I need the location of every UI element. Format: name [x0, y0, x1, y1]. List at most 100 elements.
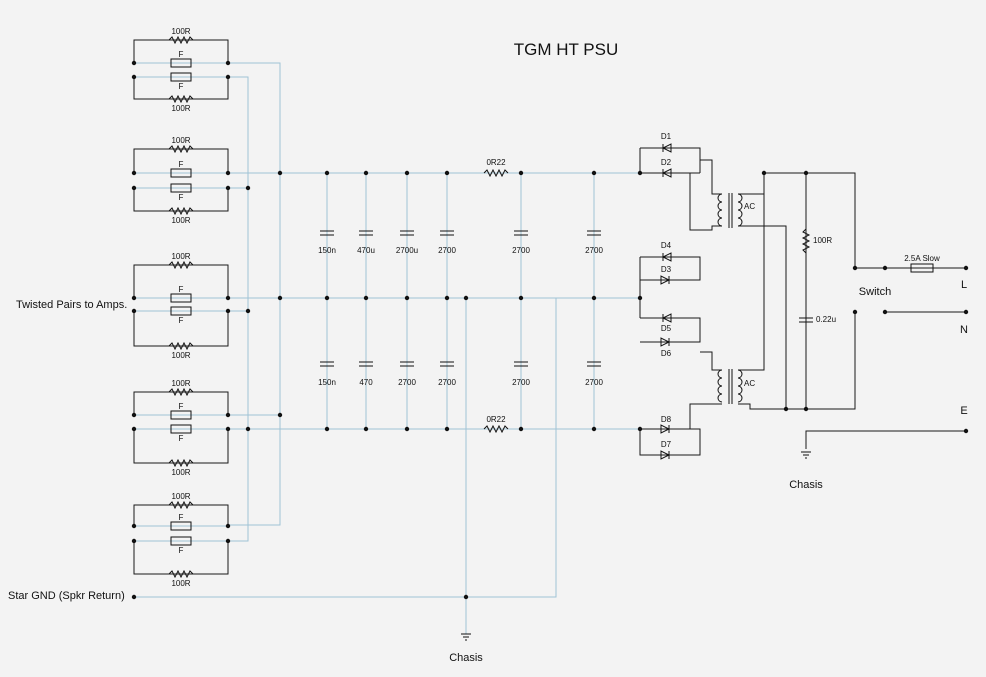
- wire: [133, 39, 229, 63]
- fuse: [910, 263, 934, 273]
- resistor: [168, 35, 194, 45]
- transformer-coil: [737, 369, 743, 403]
- diode-label-d5: D5: [661, 324, 672, 333]
- wire: [738, 312, 856, 410]
- fuse-label: F: [179, 160, 184, 169]
- fuse-label: F: [179, 316, 184, 325]
- chasis-label-left: Chasis: [449, 652, 483, 664]
- diode-label-d7: D7: [661, 440, 672, 449]
- line-terminal-label: L: [961, 279, 967, 291]
- wire: [689, 403, 722, 429]
- component-layer: 100RFF100R100RFF100R100RFF100R100RFF100R…: [168, 27, 934, 641]
- resistor: [168, 569, 194, 579]
- cap-bottom-label-5: 2700: [512, 378, 530, 387]
- junction-dot: [882, 265, 888, 271]
- resistor-value-label: 100R: [171, 136, 190, 145]
- diagram-title: TGM HT PSU: [514, 40, 619, 59]
- transformer-coil: [717, 193, 723, 227]
- diode: [660, 337, 671, 347]
- series-resistor-bottom-label: 0R22: [486, 415, 506, 424]
- diode-label-d6: D6: [661, 349, 672, 358]
- junction-dot: [225, 60, 231, 66]
- twisted-pairs-label: Twisted Pairs to Amps.: [16, 299, 127, 311]
- resistor-value-label: 100R: [171, 104, 190, 113]
- junction-dot: [518, 170, 524, 176]
- junction-dot: [131, 594, 137, 600]
- junction-dot: [131, 308, 137, 314]
- junction-dot: [963, 309, 969, 315]
- diode-label-d2: D2: [661, 158, 672, 167]
- diode-label-d8: D8: [661, 415, 672, 424]
- junction-dot: [637, 426, 643, 432]
- junction-dot: [637, 295, 643, 301]
- diode: [661, 143, 672, 153]
- cap-bottom-label-3: 2700: [398, 378, 416, 387]
- junction-dot: [131, 295, 137, 301]
- junction-dot: [963, 428, 969, 434]
- junction-dot: [363, 426, 369, 432]
- wire: [228, 76, 249, 542]
- cap-bottom-label-4: 2700: [438, 378, 456, 387]
- bleeder-resistor-label: 100R: [813, 236, 832, 245]
- junction-dot: [225, 523, 231, 529]
- junction-dot: [277, 170, 283, 176]
- transformer-1-label: AC: [744, 202, 755, 211]
- cap-bottom-label-6: 2700: [585, 378, 603, 387]
- junction-dot: [404, 170, 410, 176]
- junction-dot: [131, 538, 137, 544]
- wire: [640, 147, 701, 173]
- junction-dot: [363, 295, 369, 301]
- neutral-terminal-label: N: [960, 324, 968, 336]
- junction-layer: [131, 60, 969, 600]
- diode: [661, 313, 672, 323]
- wire: [133, 188, 229, 212]
- resistor: [168, 341, 194, 351]
- resistor: [168, 500, 194, 510]
- junction-dot: [277, 412, 283, 418]
- resistor-value-label: 100R: [171, 252, 190, 261]
- resistor-value-label: 100R: [171, 579, 190, 588]
- chassis-label-right: Chasis: [789, 479, 823, 491]
- junction-dot: [404, 426, 410, 432]
- cap-top-label-2: 470u: [357, 246, 375, 255]
- resistor: [168, 387, 194, 397]
- junction-dot: [324, 170, 330, 176]
- wire: [700, 159, 722, 195]
- junction-dot: [131, 412, 137, 418]
- fuse: [170, 72, 192, 82]
- junction-dot: [245, 308, 251, 314]
- junction-dot: [131, 170, 137, 176]
- fuse: [170, 424, 192, 434]
- wire: [700, 351, 722, 371]
- diode: [661, 168, 672, 178]
- fuse: [170, 306, 192, 316]
- earth-terminal-label: E: [960, 405, 967, 417]
- junction-dot: [963, 265, 969, 271]
- wire: [738, 173, 765, 371]
- fuse: [170, 58, 192, 68]
- junction-dot: [225, 170, 231, 176]
- junction-dot: [591, 295, 597, 301]
- snubber-cap-label: 0.22u: [816, 315, 836, 324]
- junction-dot: [324, 426, 330, 432]
- junction-dot: [591, 170, 597, 176]
- junction-dot: [245, 185, 251, 191]
- cap-top-label-4: 2700: [438, 246, 456, 255]
- diode: [661, 252, 672, 262]
- cap-top-label-6: 2700: [585, 246, 603, 255]
- junction-dot: [131, 426, 137, 432]
- junction-dot: [225, 308, 231, 314]
- junction-dot: [761, 170, 767, 176]
- fuse-label: F: [179, 193, 184, 202]
- diode-label-d3: D3: [661, 265, 672, 274]
- resistor: [801, 228, 811, 254]
- resistor-value-label: 100R: [171, 492, 190, 501]
- junction-dot: [131, 60, 137, 66]
- junction-dot: [591, 426, 597, 432]
- resistor-value-label: 100R: [171, 351, 190, 360]
- diode: [660, 450, 671, 460]
- diode: [660, 424, 671, 434]
- junction-dot: [225, 185, 231, 191]
- cap-top-label-3: 2700u: [396, 246, 418, 255]
